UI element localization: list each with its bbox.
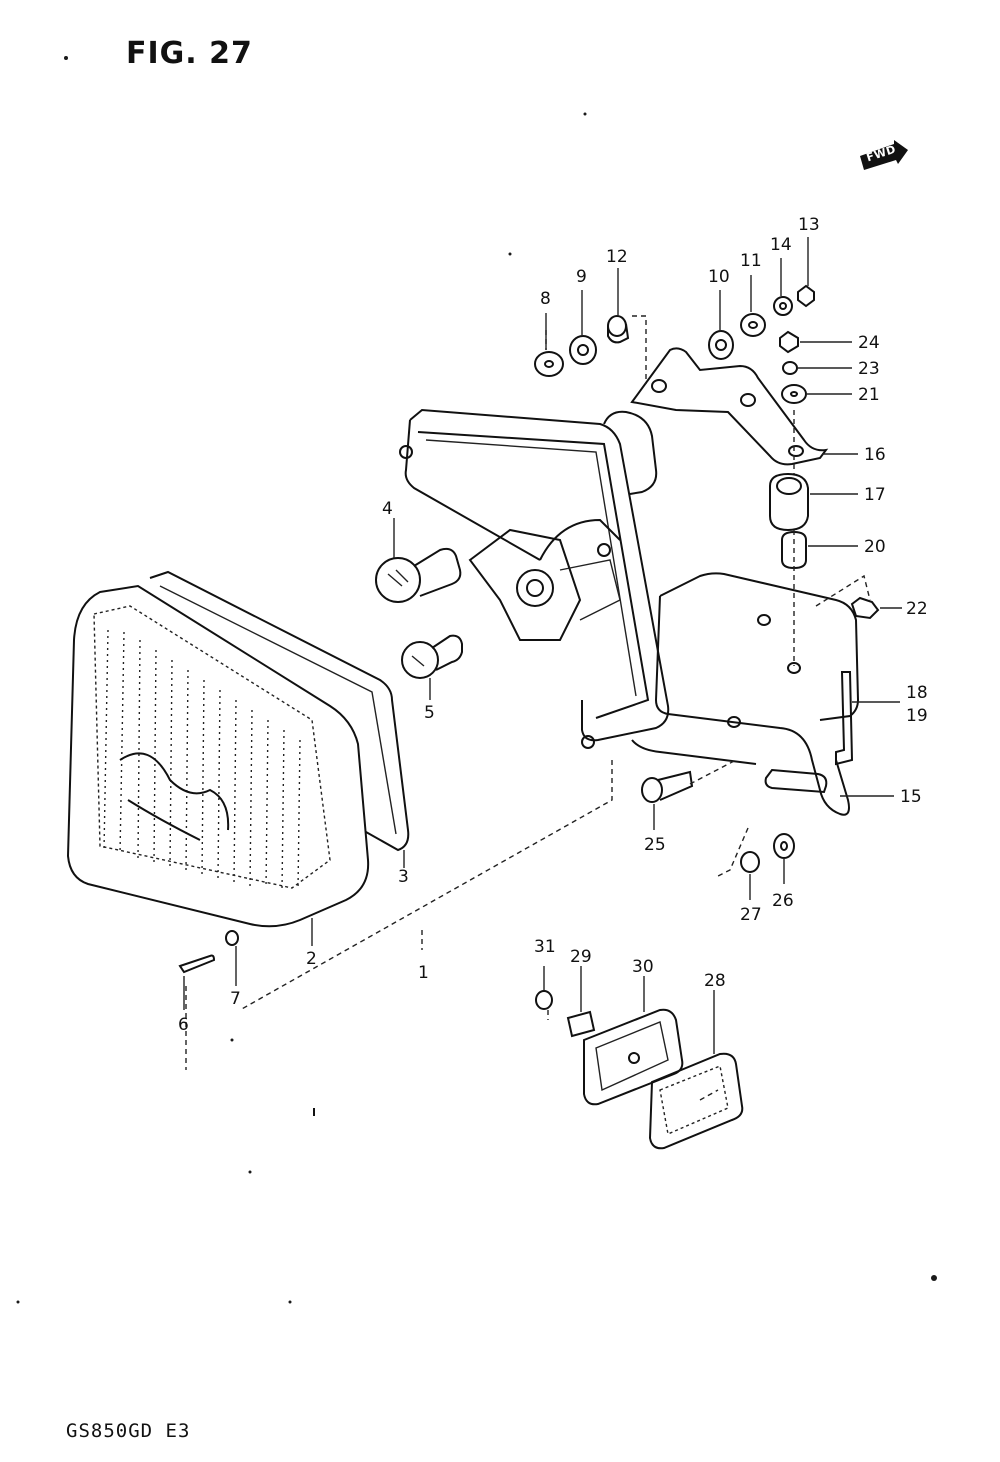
callout-7: 7 — [230, 989, 241, 1009]
callout-24: 24 — [858, 333, 880, 353]
upper-bracket — [630, 347, 829, 466]
nut-27 — [740, 851, 760, 873]
collar-12 — [607, 315, 630, 344]
washer-14 — [773, 296, 793, 316]
nut-24 — [779, 330, 799, 354]
scan-speck — [64, 56, 68, 60]
callout-5: 5 — [424, 703, 435, 723]
washer-11 — [740, 313, 766, 337]
callout-14: 14 — [770, 235, 792, 255]
figure-title: FIG. 27 — [126, 36, 253, 71]
callout-13: 13 — [798, 215, 820, 235]
callout-8: 8 — [540, 289, 551, 309]
clip-29 — [566, 1010, 596, 1038]
callout-12: 12 — [606, 247, 628, 267]
callout-17: 17 — [864, 485, 886, 505]
washer-21 — [781, 384, 807, 404]
stop-tail-bulb — [375, 547, 462, 603]
callout-leaders — [183, 237, 902, 1054]
callout-16: 16 — [864, 445, 886, 465]
callout-3: 3 — [398, 867, 409, 887]
scan-speck — [230, 1038, 234, 1042]
nut-13 — [797, 284, 815, 308]
callout-20: 20 — [864, 537, 886, 557]
washer-26 — [773, 833, 795, 859]
collar-20 — [781, 530, 807, 570]
scan-speck — [931, 1275, 937, 1281]
scan-speck — [508, 252, 512, 256]
license-plate-bracket — [631, 572, 860, 816]
callout-9: 9 — [576, 267, 587, 287]
washer-7 — [225, 930, 239, 946]
nut-22 — [850, 596, 880, 620]
callout-21: 21 — [858, 385, 880, 405]
license-bulb — [401, 634, 463, 679]
bolt-18-19 — [835, 671, 854, 766]
callout-22: 22 — [906, 599, 928, 619]
assembly-lines — [185, 315, 871, 1101]
washer-8 — [534, 351, 564, 377]
scan-speck — [16, 1300, 20, 1304]
license-lamp-case-30 — [583, 1008, 684, 1106]
scan-speck — [583, 112, 587, 116]
screw-25 — [641, 770, 694, 803]
callout-6: 6 — [178, 1015, 189, 1035]
callout-28: 28 — [704, 971, 726, 991]
callout-30: 30 — [632, 957, 654, 977]
callout-29: 29 — [570, 947, 592, 967]
callout-11: 11 — [740, 251, 762, 271]
callout-18: 18 — [906, 683, 928, 703]
model-code-footer: GS850GD E3 — [66, 1420, 191, 1442]
cushion-10 — [708, 330, 734, 360]
license-lamp-lens-28 — [648, 1052, 744, 1150]
screw-6 — [178, 954, 216, 974]
scan-speck — [248, 1170, 252, 1174]
callout-26: 26 — [772, 891, 794, 911]
callout-4: 4 — [382, 499, 393, 519]
scan-speck — [288, 1300, 292, 1304]
callout-2: 2 — [306, 949, 317, 969]
callout-23: 23 — [858, 359, 880, 379]
nut-31 — [535, 990, 553, 1010]
callout-31: 31 — [534, 937, 556, 957]
callout-27: 27 — [740, 905, 762, 925]
cushion-17 — [769, 472, 809, 532]
forward-arrow-icon — [860, 140, 908, 170]
callout-1: 1 — [418, 963, 429, 983]
callout-10: 10 — [708, 267, 730, 287]
callout-19: 19 — [906, 706, 928, 726]
callout-15: 15 — [900, 787, 922, 807]
cushion-9 — [569, 335, 597, 365]
taillight-housing — [399, 408, 670, 749]
washer-23 — [782, 361, 798, 375]
lens-gasket — [149, 570, 410, 852]
taillight-lens — [66, 584, 370, 928]
callout-25: 25 — [644, 835, 666, 855]
